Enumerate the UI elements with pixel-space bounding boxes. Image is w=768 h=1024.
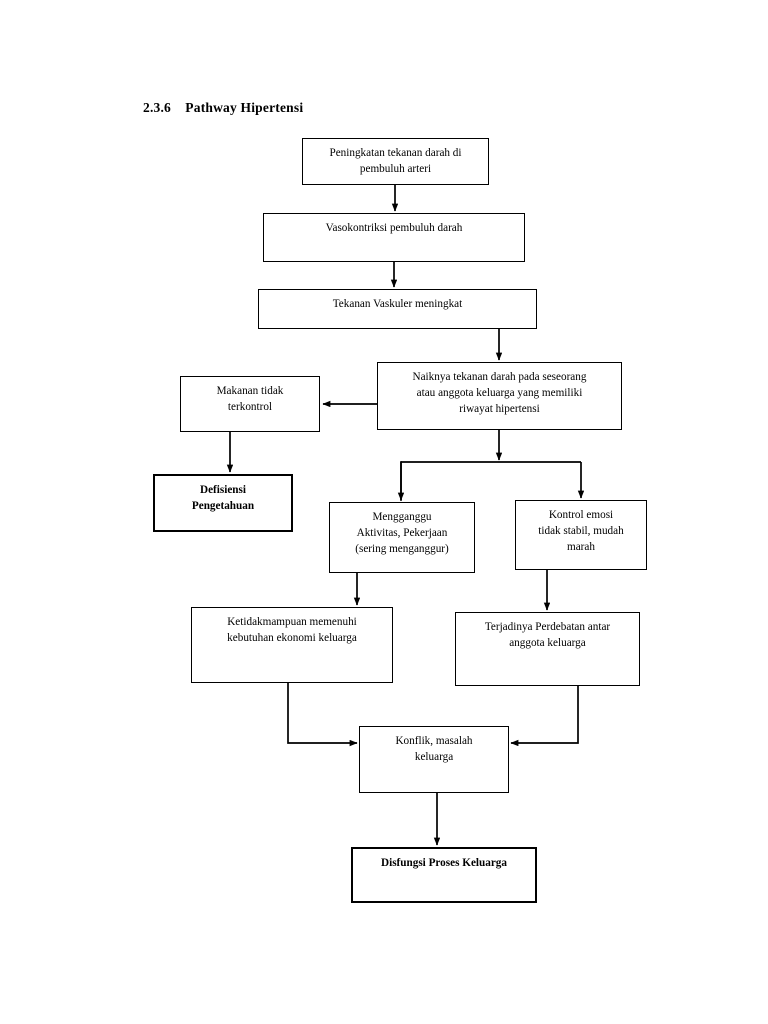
flow-node-label: Mengganggu Aktivitas, Pekerjaan (sering … [355,511,449,555]
flow-node-disfungsi-proses-keluarga: Disfungsi Proses Keluarga [351,847,537,903]
flow-node-label: Terjadinya Perdebatan antar anggota kelu… [484,621,611,649]
flow-node-defisiensi-pengetahuan: Defisiensi Pengetahuan [153,474,293,532]
flow-node-label: Disfungsi Proses Keluarga [381,857,507,869]
flow-node-naiknya-tekanan-darah: Naiknya tekanan darah pada seseorang ata… [377,362,622,430]
flow-node-ketidakmampuan-ekonomi: Ketidakmampuan memenuhi kebutuhan ekonom… [191,607,393,683]
flow-node-makanan-tidak-terkontrol: Makanan tidak terkontrol [180,376,320,432]
flow-node-label: Peningkatan tekanan darah di pembuluh ar… [329,147,462,175]
edge-n9-n11 [287,683,358,747]
flow-node-peningkatan-tekanan-darah: Peningkatan tekanan darah di pembuluh ar… [302,138,489,185]
flow-node-kontrol-emosi: Kontrol emosi tidak stabil, mudah marah [515,500,647,570]
flow-node-label: Kontrol emosi tidak stabil, mudah marah [538,509,624,553]
flow-node-label: Naiknya tekanan darah pada seseorang ata… [412,371,587,415]
flow-node-tekanan-vaskuler: Tekanan Vaskuler meningkat [258,289,537,329]
flow-node-label: Ketidakmampuan memenuhi kebutuhan ekonom… [227,616,357,644]
flow-node-label: Defisiensi Pengetahuan [191,484,255,512]
flow-node-mengganggu-aktivitas: Mengganggu Aktivitas, Pekerjaan (sering … [329,502,475,573]
flow-node-label: Tekanan Vaskuler meningkat [332,298,463,310]
flow-node-terjadinya-perdebatan: Terjadinya Perdebatan antar anggota kelu… [455,612,640,686]
edge-n10-n11 [510,686,579,747]
flow-node-konflik-masalah-keluarga: Konflik, masalah keluarga [359,726,509,793]
flow-node-label: Konflik, masalah keluarga [395,735,473,763]
flow-node-vasokontriksi: Vasokontriksi pembuluh darah [263,213,525,262]
flow-node-label: Makanan tidak terkontrol [216,385,284,413]
flow-node-label: Vasokontriksi pembuluh darah [325,222,463,234]
page-title: 2.3.6 Pathway Hipertensi [143,100,304,115]
